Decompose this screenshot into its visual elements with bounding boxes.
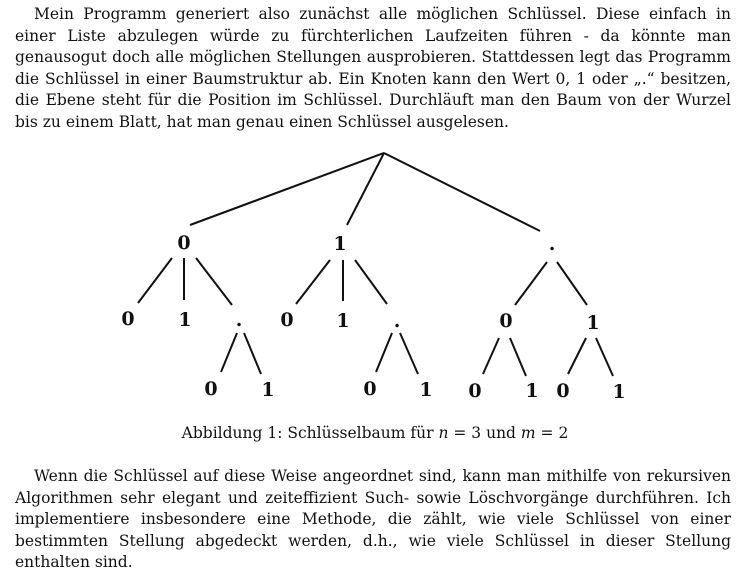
edge (295, 259, 331, 305)
tree-node: 1 (586, 312, 599, 334)
edge-root-dot (383, 152, 541, 232)
tree-node: 0 (280, 309, 293, 331)
edge-root-0 (189, 152, 385, 226)
edge (375, 332, 393, 373)
key-tree-figure: 0 1 . 0 1 . 0 1 . 0 1 0 1 0 1 0 1 0 1 (121, 152, 626, 403)
caption-var-m: m (520, 424, 536, 442)
tree-node: 1 (336, 310, 349, 332)
paragraph-recursion: Wenn die Schlüssel auf diese Weise angeo… (15, 467, 731, 572)
edge (514, 261, 548, 306)
caption-text: Abbildung 1: Schlüsselbaum für (181, 424, 439, 442)
tree-node: 1 (333, 233, 346, 255)
edge (595, 337, 614, 377)
edge (509, 337, 527, 377)
caption-text: = 2 (535, 424, 569, 442)
tree-node: 1 (612, 381, 625, 403)
tree-node: 0 (204, 378, 217, 400)
tree-edges (137, 152, 614, 377)
tree-node: 0 (177, 232, 190, 254)
tree-node: 1 (178, 309, 191, 331)
caption-var-n: n (438, 424, 449, 442)
caption-text: = 3 und (448, 424, 521, 442)
edge (243, 332, 262, 375)
edge (220, 332, 238, 373)
tree-node: . (236, 309, 243, 331)
edge (137, 257, 173, 304)
tree-node: 1 (525, 380, 538, 402)
tree-node: 0 (499, 310, 512, 332)
paragraph-intro: Mein Programm generiert also zunächst al… (15, 5, 731, 131)
tree-nodes: 0 1 . 0 1 . 0 1 . 0 1 0 1 0 1 0 1 0 1 (121, 232, 625, 403)
figure-caption: Abbildung 1: Schlüsselbaum für n = 3 und… (0, 422, 750, 444)
tree-node: 0 (468, 380, 481, 402)
edge (567, 337, 587, 375)
edge (556, 261, 588, 306)
edge (354, 259, 388, 305)
tree-node: . (549, 233, 556, 255)
tree-node: 1 (419, 379, 432, 401)
edge (195, 257, 233, 306)
edge (399, 332, 419, 375)
edge-root-1 (346, 152, 385, 226)
tree-node: 1 (261, 379, 274, 401)
edge (482, 337, 500, 375)
tree-node: 0 (556, 380, 569, 402)
tree-node: 0 (363, 378, 376, 400)
tree-node: 0 (121, 308, 134, 330)
tree-node: . (394, 310, 401, 332)
